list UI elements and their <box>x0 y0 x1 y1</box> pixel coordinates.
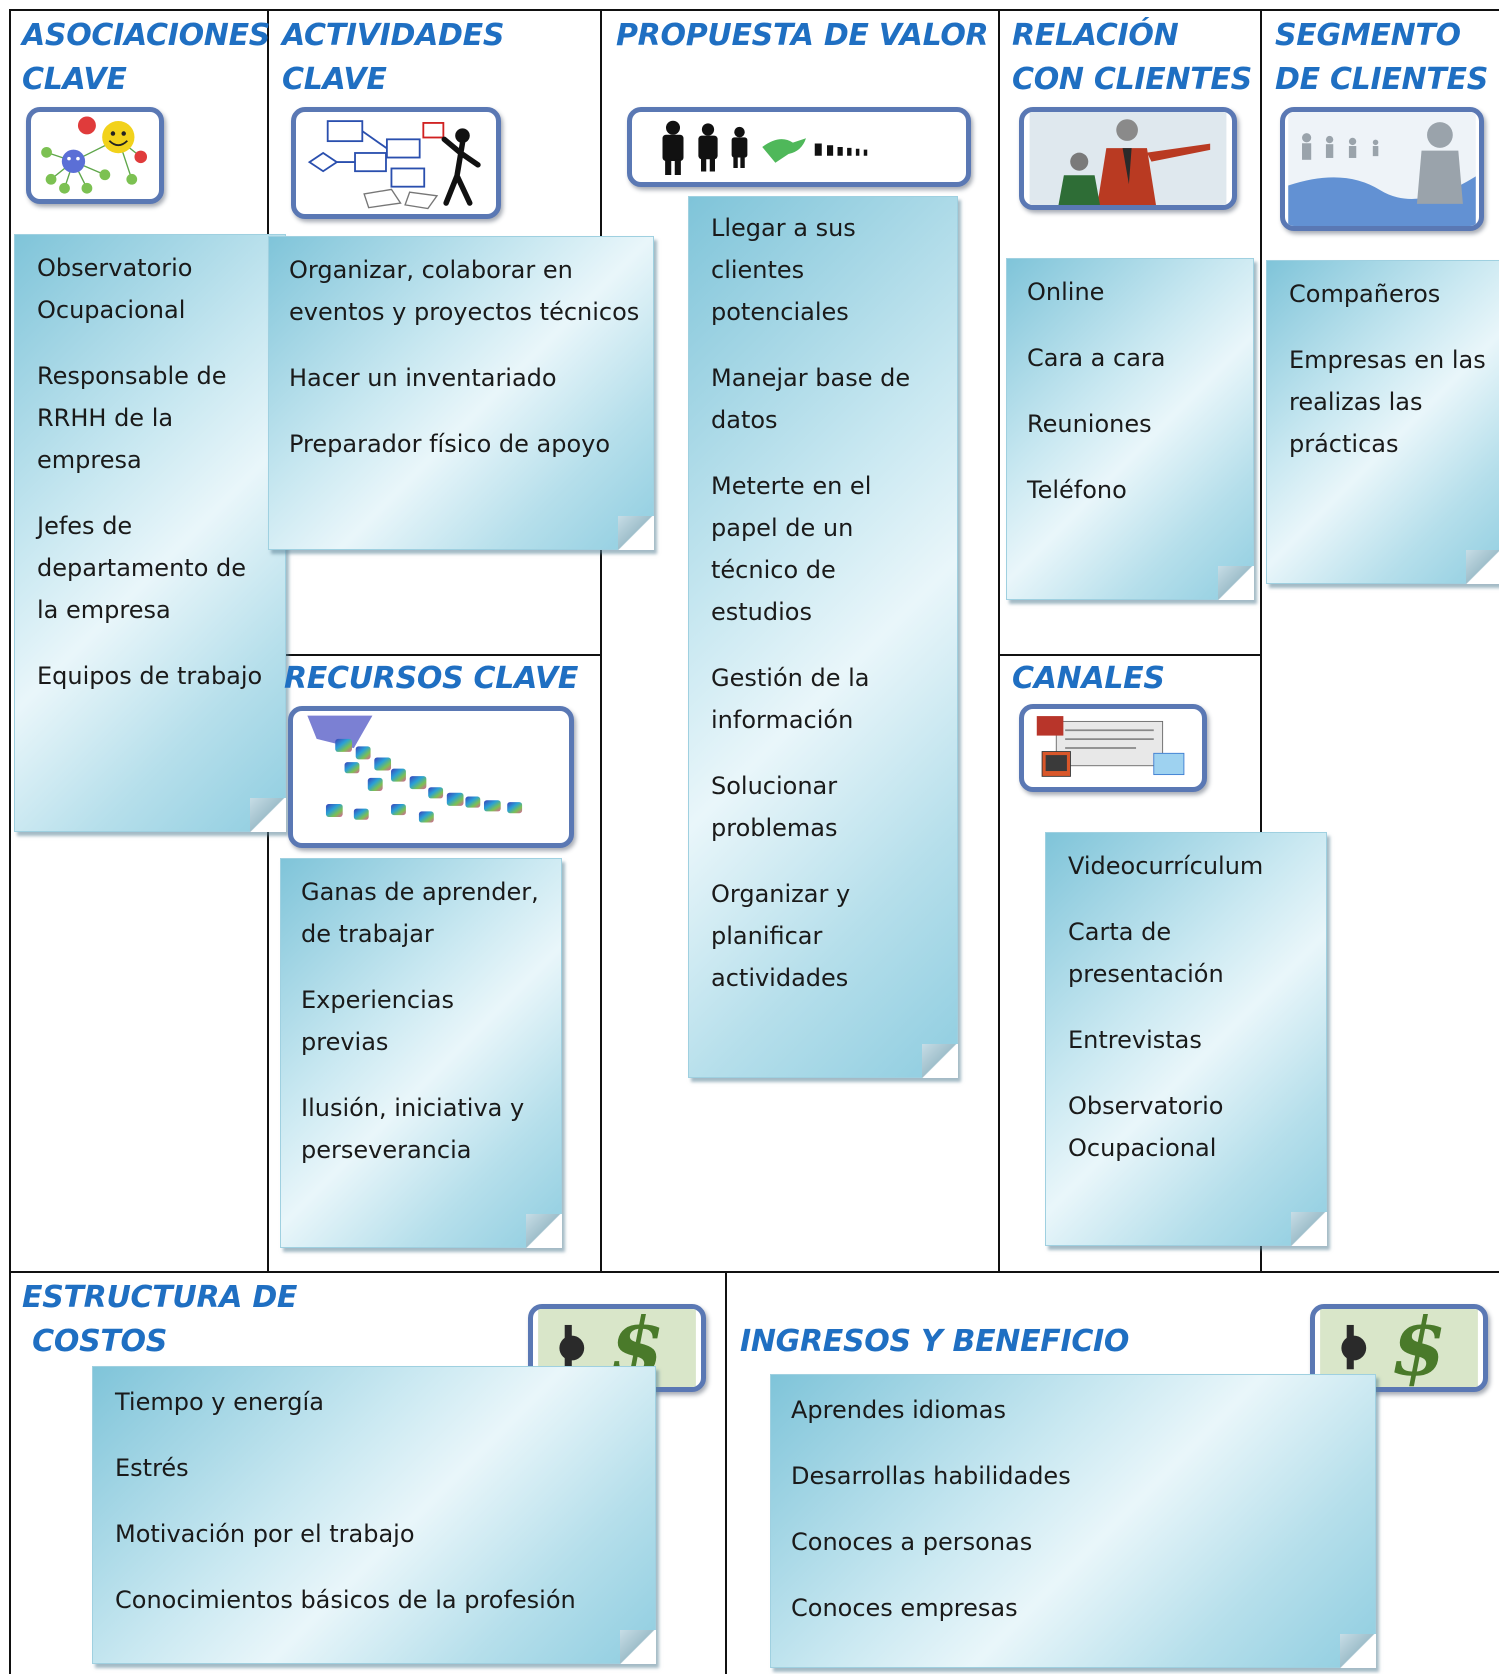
actividades-image <box>291 107 501 219</box>
list-item: Estrés <box>115 1454 189 1482</box>
people-row-icon <box>662 120 868 175</box>
divider-relacion-canales <box>999 654 1261 656</box>
costos-title: ESTRUCTURA DE COSTOS <box>22 1280 298 1359</box>
asociaciones-card: Observatorio Ocupacional Responsable de … <box>14 234 286 832</box>
smiley-network-icon <box>41 116 148 194</box>
propuesta-image <box>627 107 971 187</box>
canales-card: Videocurrículum Carta de presentación En… <box>1045 832 1327 1246</box>
list-item: Llegar a sus clientes potenciales <box>711 214 856 326</box>
recursos-title: RECURSOS CLAVE <box>284 661 579 696</box>
ingresos-card: Aprendes idiomas Desarrollas habilidades… <box>770 1374 1376 1668</box>
list-item: Observatorio Ocupacional <box>1068 1092 1224 1162</box>
border-left <box>9 9 11 1674</box>
recursos-image <box>288 706 574 848</box>
list-item: Reuniones <box>1027 410 1152 438</box>
list-item: Ilusión, iniciativa y perseverancia <box>301 1094 525 1164</box>
actividades-list: Organizar, colaborar en eventos y proyec… <box>289 249 653 465</box>
relacion-card: Online Cara a cara Reuniones Teléfono <box>1006 258 1254 600</box>
list-item: Videocurrículum <box>1068 852 1264 880</box>
costos-list: Tiempo y energía Estrés Motivación por e… <box>115 1381 655 1621</box>
list-item: Solucionar problemas <box>711 772 838 842</box>
list-item: Experiencias previas <box>301 986 454 1056</box>
svg-text:$: $ <box>1391 1309 1447 1387</box>
divider-col-2 <box>600 9 602 1272</box>
list-item: Tiempo y energía <box>115 1388 324 1416</box>
segmento-title: SEGMENTO DE CLIENTES <box>1275 18 1488 97</box>
recursos-card: Ganas de aprender, de trabajar Experienc… <box>280 858 562 1248</box>
list-item: Entrevistas <box>1068 1026 1202 1054</box>
list-item: Meterte en el papel de un técnico de est… <box>711 472 872 626</box>
list-item: Conoces empresas <box>791 1594 1018 1622</box>
list-item: Online <box>1027 278 1105 306</box>
list-item: Desarrollas habilidades <box>791 1462 1071 1490</box>
list-item: Equipos de trabajo <box>37 662 263 690</box>
relacion-title: RELACIÓN CON CLIENTES <box>1012 18 1252 97</box>
list-item: Empresas en las realizas las prácticas <box>1289 346 1486 458</box>
list-item: Organizar y planificar actividades <box>711 880 851 992</box>
asociaciones-list: Observatorio Ocupacional Responsable de … <box>37 247 285 697</box>
list-item: Aprendes idiomas <box>791 1396 1006 1424</box>
ingresos-title: INGRESOS Y BENEFICIO <box>740 1324 1130 1359</box>
puzzle-pieces-icon <box>307 715 523 823</box>
costos-card: Tiempo y energía Estrés Motivación por e… <box>92 1366 656 1664</box>
list-item: Organizar, colaborar en eventos y proyec… <box>289 256 640 326</box>
list-item: Teléfono <box>1027 476 1127 504</box>
list-item: Jefes de departamento de la empresa <box>37 512 247 624</box>
segmento-image <box>1280 107 1484 231</box>
customer-network-icon <box>1288 112 1476 226</box>
list-item: Observatorio Ocupacional <box>37 254 193 324</box>
canales-title: CANALES <box>1012 661 1165 696</box>
flowchart-person-icon <box>307 120 481 210</box>
list-item: Conocimientos básicos de la profesión <box>115 1586 576 1614</box>
actividades-card: Organizar, colaborar en eventos y proyec… <box>268 236 654 550</box>
media-channels-icon <box>1036 716 1185 777</box>
propuesta-title: PROPUESTA DE VALOR <box>616 18 989 53</box>
list-item: Carta de presentación <box>1068 918 1224 988</box>
recursos-list: Ganas de aprender, de trabajar Experienc… <box>301 871 561 1171</box>
relacion-image <box>1019 107 1237 210</box>
propuesta-card: Llegar a sus clientes potenciales Maneja… <box>688 196 958 1078</box>
list-item: Conoces a personas <box>791 1528 1033 1556</box>
list-item: Compañeros <box>1289 280 1441 308</box>
ingresos-list: Aprendes idiomas Desarrollas habilidades… <box>791 1389 1375 1629</box>
list-item: Gestión de la información <box>711 664 870 734</box>
canales-list: Videocurrículum Carta de presentación En… <box>1068 845 1326 1169</box>
propuesta-list: Llegar a sus clientes potenciales Maneja… <box>711 207 957 999</box>
relacion-list: Online Cara a cara Reuniones Teléfono <box>1027 271 1253 511</box>
divider-col-3 <box>998 9 1000 1272</box>
list-item: Ganas de aprender, de trabajar <box>301 878 539 948</box>
list-item: Motivación por el trabajo <box>115 1520 415 1548</box>
asociaciones-title: ASOCIACIONES CLAVE <box>22 18 271 97</box>
list-item: Hacer un inventariado <box>289 364 557 392</box>
border-top <box>9 9 1499 11</box>
canales-image <box>1019 704 1207 792</box>
divider-bottom <box>725 1272 727 1674</box>
divider-col-4 <box>1260 9 1262 1272</box>
list-item: Cara a cara <box>1027 344 1166 372</box>
list-item: Responsable de RRHH de la empresa <box>37 362 227 474</box>
divider-actividades-recursos <box>268 654 601 656</box>
segmento-card: Compañeros Empresas en las realizas las … <box>1266 260 1499 584</box>
list-item: Manejar base de datos <box>711 364 911 434</box>
actividades-title: ACTIVIDADES CLAVE <box>282 18 505 97</box>
segmento-list: Compañeros Empresas en las realizas las … <box>1289 273 1499 465</box>
business-people-icon <box>1029 112 1227 205</box>
border-bottom-top-row <box>9 1271 1499 1273</box>
asociaciones-image <box>26 107 164 204</box>
list-item: Preparador físico de apoyo <box>289 430 611 458</box>
